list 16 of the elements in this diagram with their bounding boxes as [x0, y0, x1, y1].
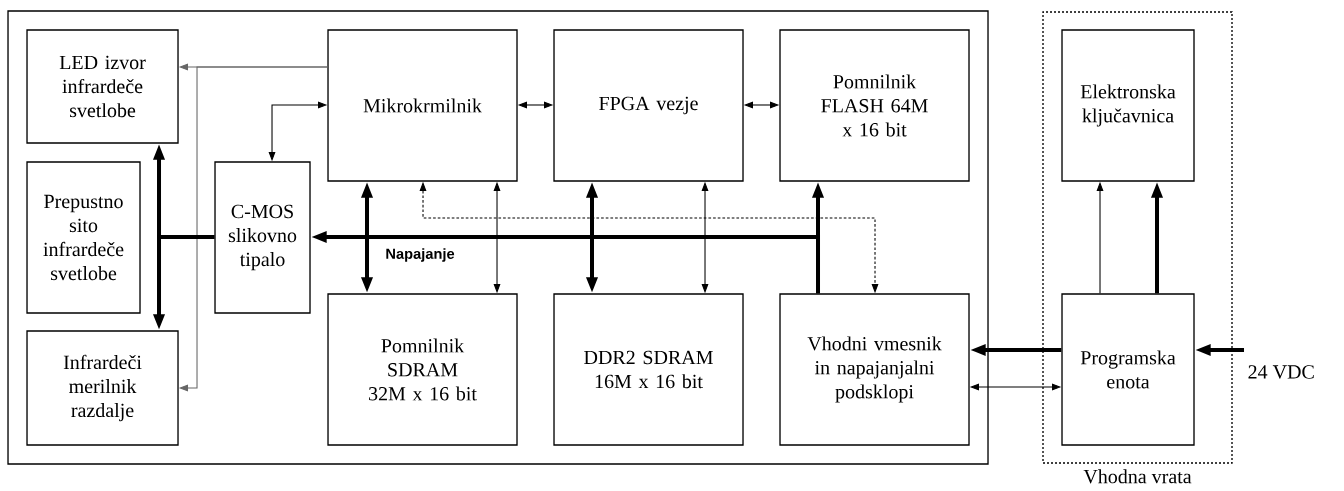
block-box: Mikrokrmilnik: [327, 29, 518, 182]
block-box: Vhodni vmesnik in napajanjalni podsklopi: [779, 293, 970, 446]
block-box: Programska enota: [1061, 293, 1195, 446]
block-box: Infrardeči merilnik razdalje: [26, 330, 179, 446]
edge-label: Napajanje: [384, 246, 456, 264]
block-box: C-MOS slikovno tipalo: [214, 161, 311, 314]
block-box: FPGA vezje: [553, 29, 744, 182]
block-box: Elektronska ključavnica: [1061, 29, 1195, 182]
board-frame: [7, 10, 989, 465]
block-box: Pomnilnik FLASH 64M x 16 bit: [779, 29, 970, 182]
node-label: Vhodna vrata: [1083, 469, 1192, 484]
block-box: DDR2 SDRAM 16M x 16 bit: [553, 293, 744, 446]
block-box: LED izvor infrardeče svetlobe: [26, 29, 179, 144]
block-box: Prepustno sito infrardeče svetlobe: [26, 161, 141, 314]
block-box: Pomnilnik SDRAM 32M x 16 bit: [327, 293, 518, 446]
supply-label: 24 VDC: [1248, 365, 1314, 379]
